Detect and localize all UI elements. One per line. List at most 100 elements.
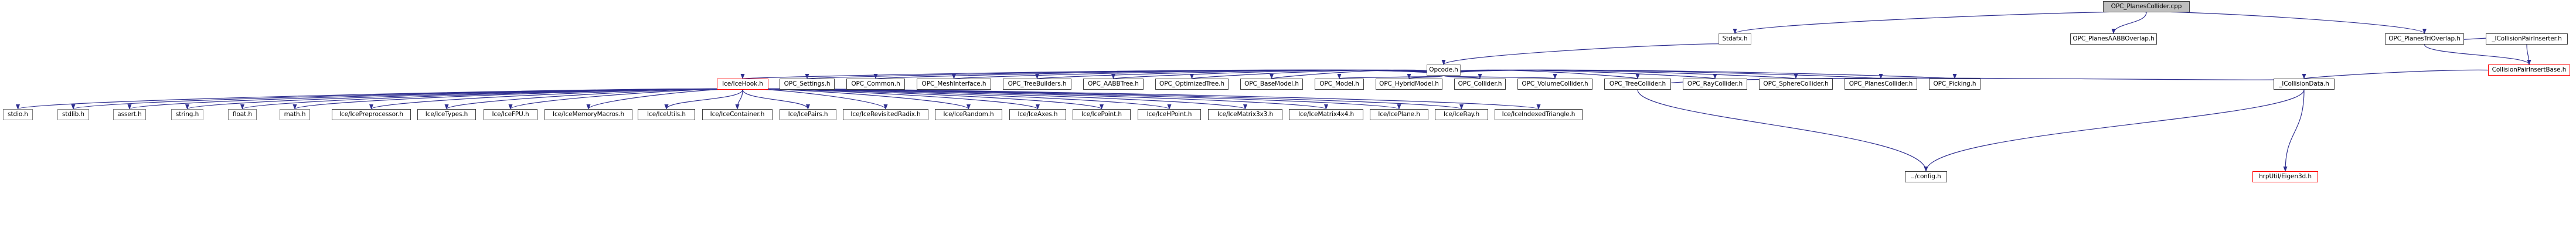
graph-node[interactable]: Ice/IceMatrix4x4.h [1289,109,1363,120]
graph-edge [2526,44,2531,65]
graph-node-label: Ice/IceAxes.h [1018,111,1058,118]
graph-node[interactable]: OPC_TreeBuilders.h [1003,79,1071,90]
graph-node[interactable]: Ice/IceTypes.h [417,109,476,120]
graph-edge [742,89,810,110]
graph-node[interactable]: Ice/IceAxes.h [1009,109,1066,120]
graph-node-label: Ice/IceMatrix3x3.h [1217,111,1274,118]
graph-node-label: Ice/IceIndexedTriangle.h [1502,111,1575,118]
graph-node[interactable]: OPC_AABBTree.h [1083,79,1144,90]
graph-edge [742,88,1247,110]
graph-node-label: float.h [233,111,252,118]
graph-node[interactable]: Ice/IceContainer.h [702,109,773,120]
graph-edge [742,88,1401,110]
graph-node[interactable]: Ice/IceMemoryMacros.h [545,109,632,120]
graph-node[interactable]: hrpUtil/Eigen3d.h [2252,171,2318,182]
graph-node[interactable]: OPC_VolumeCollider.h [1517,79,1592,90]
graph-node-label: OPC_PlanesTriOverlap.h [2388,35,2461,42]
graph-node[interactable]: OPC_TreeCollider.h [1604,79,1671,90]
graph-node[interactable]: OPC_MeshInterface.h [917,79,991,90]
graph-edge [16,88,743,110]
graph-node-label: Ice/IceHook.h [722,80,763,87]
graph-node[interactable]: math.h [280,109,310,120]
graph-node[interactable]: OPC_Collider.h [1454,79,1506,90]
graph-node-label: Ice/IcePairs.h [788,111,828,118]
graph-node[interactable]: float.h [228,109,257,120]
graph-edge [2111,12,2147,34]
graph-edge [240,88,743,110]
graph-node-label: Stdafx.h [1722,35,1748,42]
graph-node[interactable]: stdlib.h [57,109,89,120]
graph-node[interactable]: OPC_RayCollider.h [1683,79,1747,90]
graph-node[interactable]: OPC_Picking.h [1929,79,1981,90]
graph-node[interactable]: Ice/IceMatrix3x3.h [1208,109,1282,120]
graph-edge [292,88,743,110]
graph-node-label: assert.h [117,111,142,118]
graph-node-label: Ice/IceTypes.h [425,111,468,118]
graph-node[interactable]: OPC_PlanesCollider.cpp [2103,1,2190,12]
graph-node[interactable]: OPC_Settings.h [780,79,835,90]
graph-node[interactable]: OPC_PlanesAABBOverlap.h [2070,33,2157,45]
graph-node[interactable]: Opcode.h [1427,65,1461,76]
graph-node[interactable]: _ICollisionData.h [2274,79,2335,90]
graph-node[interactable]: CollisionPairInsertBase.h [2488,65,2570,76]
graph-node[interactable]: OPC_HybridModel.h [1376,79,1442,90]
graph-edge [1190,69,1444,79]
graph-edge [1443,69,1716,79]
graph-node[interactable]: Ice/IceIndexedTriangle.h [1495,109,1583,120]
graph-edge [1441,43,1736,65]
graph-node[interactable]: Ice/IceRay.h [1435,109,1488,120]
graph-node-label: OPC_TreeCollider.h [1609,80,1666,87]
graph-node[interactable]: Ice/IcePreprocessor.h [332,109,411,120]
graph-node[interactable]: ../config.h [1905,171,1947,182]
graph-node[interactable]: Ice/IceRandom.h [935,109,1002,120]
graph-node[interactable]: Ice/IceHPoint.h [1138,109,1201,120]
graph-node-label: Ice/IceHPoint.h [1146,111,1192,118]
graph-node[interactable]: OPC_SphereCollider.h [1759,79,1833,90]
graph-node-label: OPC_TreeBuilders.h [1008,80,1067,87]
graph-node[interactable]: _ICollisionPairInserter.h [2486,33,2568,45]
graph-node[interactable]: Stdafx.h [1719,33,1751,45]
graph-node[interactable]: Ice/IcePairs.h [780,109,836,120]
graph-node[interactable]: assert.h [113,109,146,120]
graph-edge [875,69,1444,79]
graph-edge [185,88,743,110]
graph-node-label: OPC_MeshInterface.h [921,80,986,87]
graph-node-label: OPC_AABBTree.h [1088,80,1139,87]
graph-node-label: stdio.h [8,111,28,118]
graph-edge [807,69,1444,79]
graph-node[interactable]: OPC_BaseModel.h [1240,79,1303,90]
graph-edge [664,89,743,110]
graph-edge [742,88,1172,110]
graph-node-label: string.h [175,111,199,118]
graph-node-label: _ICollisionPairInserter.h [2492,35,2562,42]
graph-edge [586,88,743,110]
graph-node-label: Ice/IceFPU.h [492,111,529,118]
graph-node[interactable]: OPC_Common.h [846,79,905,90]
graph-node[interactable]: string.h [171,109,203,120]
graph-node[interactable]: OPC_PlanesTriOverlap.h [2385,33,2464,45]
graph-edge [742,88,1464,110]
graph-node[interactable]: OPC_OptimizedTree.h [1155,79,1229,90]
graph-node-label: OPC_RayCollider.h [1687,80,1743,87]
graph-node[interactable]: Ice/IceUtils.h [638,109,695,120]
graph-node[interactable]: stdio.h [3,109,33,120]
graph-edge [1443,69,1955,79]
graph-edge [1443,69,1797,79]
graph-node-label: Ice/IceRay.h [1443,111,1480,118]
graph-edge [1733,11,2147,34]
graph-node[interactable]: Ice/IcePlane.h [1370,109,1428,120]
graph-node-label: OPC_HybridModel.h [1379,80,1439,87]
graph-node-label: OPC_PlanesCollider.h [1849,80,1913,87]
graph-node[interactable]: Ice/IceFPU.h [484,109,537,120]
graph-node[interactable]: OPC_PlanesCollider.h [1845,79,1917,90]
graph-node[interactable]: OPC_Model.h [1315,79,1364,90]
graph-node[interactable]: Ice/IcePoint.h [1073,109,1131,120]
graph-node[interactable]: Ice/IceHook.h [717,79,768,90]
graph-node-label: Ice/IceRevisitedRadix.h [850,111,921,118]
graph-edge [742,88,1104,110]
graph-node-label: Ice/IcePoint.h [1081,111,1122,118]
graph-node[interactable]: Ice/IceRevisitedRadix.h [843,109,928,120]
graph-edge [1924,89,2305,172]
graph-node-label: Ice/IceUtils.h [647,111,686,118]
graph-edge [72,88,743,110]
